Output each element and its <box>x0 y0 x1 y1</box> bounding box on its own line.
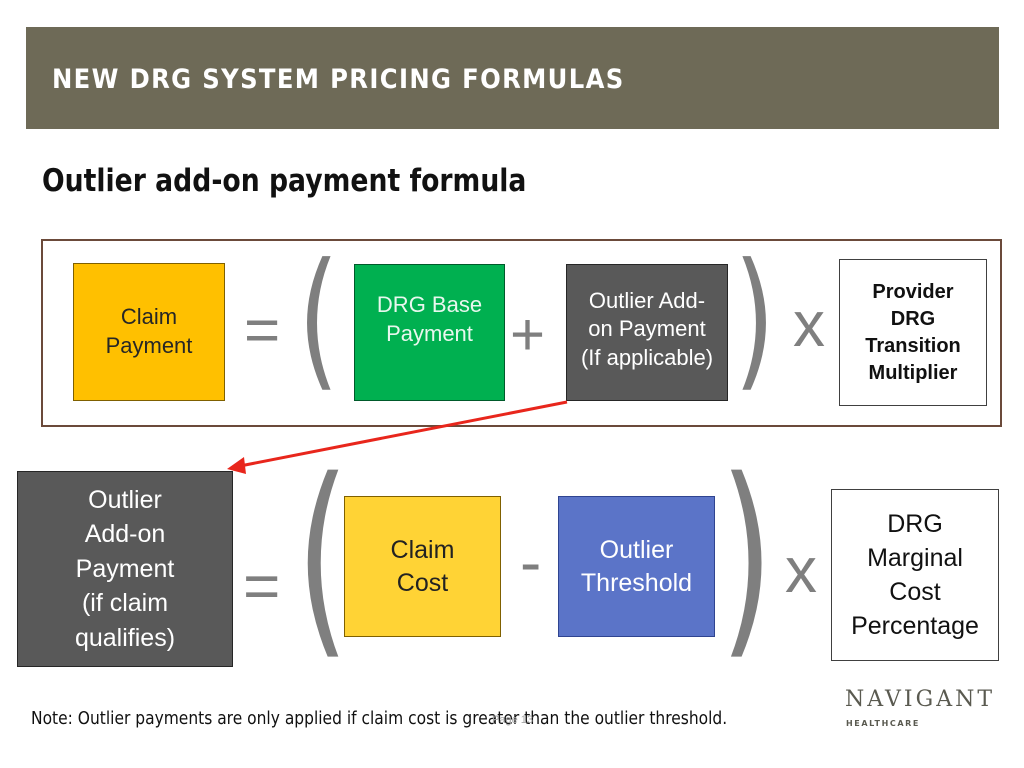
addon-payment-line-3: Payment <box>75 554 175 583</box>
threshold-line-1: Outlier <box>599 536 674 564</box>
open-paren-2: ( <box>296 434 350 679</box>
times-sign-1: x <box>793 288 825 360</box>
equals-sign-2: = <box>243 550 281 622</box>
claim-payment-box: Claim Payment <box>73 263 225 401</box>
slide-title: NEW DRG SYSTEM PRICING FORMULAS <box>52 64 625 95</box>
claim-payment-line-1: Claim <box>120 304 178 330</box>
drg-base-line-2: Payment <box>386 320 473 346</box>
minus-sign: - <box>520 526 542 598</box>
drg-base-payment-box: DRG Base Payment <box>354 264 505 401</box>
outlier-addon-line-1: Outlier Add- <box>588 287 706 313</box>
page-number: Page 13 <box>492 714 533 726</box>
provider-multiplier-box: Provider DRG Transition Multiplier <box>839 259 987 406</box>
multiplier-line-4: Multiplier <box>868 361 958 384</box>
marginal-line-2: Marginal <box>867 544 963 572</box>
plus-sign: + <box>510 301 546 368</box>
slide-header: NEW DRG SYSTEM PRICING FORMULAS <box>26 27 999 129</box>
marginal-line-1: DRG <box>887 510 943 538</box>
logo-subtext: HEALTHCARE <box>846 719 920 728</box>
multiplier-line-1: Provider <box>872 280 954 303</box>
multiplier-line-2: DRG <box>890 307 936 330</box>
addon-payment-line-5: qualifies) <box>74 623 176 652</box>
marginal-line-3: Cost <box>889 578 941 606</box>
marginal-line-4: Percentage <box>851 612 979 640</box>
section-subtitle: Outlier add-on payment formula <box>42 163 527 199</box>
footnote: Note: Outlier payments are only applied … <box>31 708 728 729</box>
times-sign-2: x <box>785 534 817 606</box>
addon-payment-line-2: Add-on <box>84 520 166 549</box>
navigant-logo: NAVIGANT HEALTHCARE <box>845 683 992 733</box>
claim-payment-line-2: Payment <box>105 333 193 358</box>
claim-cost-box: Claim Cost <box>344 496 501 637</box>
claim-cost-line-2: Cost <box>396 568 449 597</box>
claim-cost-line-1: Claim <box>390 536 455 564</box>
addon-payment-line-4: (if claim <box>81 589 169 618</box>
logo-wordmark: NAVIGANT <box>845 687 996 712</box>
equals-sign-1: = <box>244 296 281 365</box>
marginal-cost-box: DRG Marginal Cost Percentage <box>831 489 999 661</box>
outlier-addon-line-3: (If applicable) <box>580 344 714 370</box>
threshold-line-2: Threshold <box>580 568 693 597</box>
multiplier-line-3: Transition <box>865 334 961 357</box>
outlier-addon-box: Outlier Add- on Payment (If applicable) <box>566 264 728 401</box>
drg-base-line-1: DRG Base <box>376 291 483 317</box>
outlier-addon-payment-box: Outlier Add-on Payment (if claim qualifi… <box>17 471 233 667</box>
outlier-addon-line-2: on Payment <box>588 316 706 342</box>
close-paren-1: ) <box>734 232 775 406</box>
open-paren-1: ( <box>298 232 339 406</box>
addon-payment-line-1: Outlier <box>88 485 162 514</box>
close-paren-2: ) <box>720 434 774 679</box>
outlier-threshold-box: Outlier Threshold <box>558 496 715 637</box>
